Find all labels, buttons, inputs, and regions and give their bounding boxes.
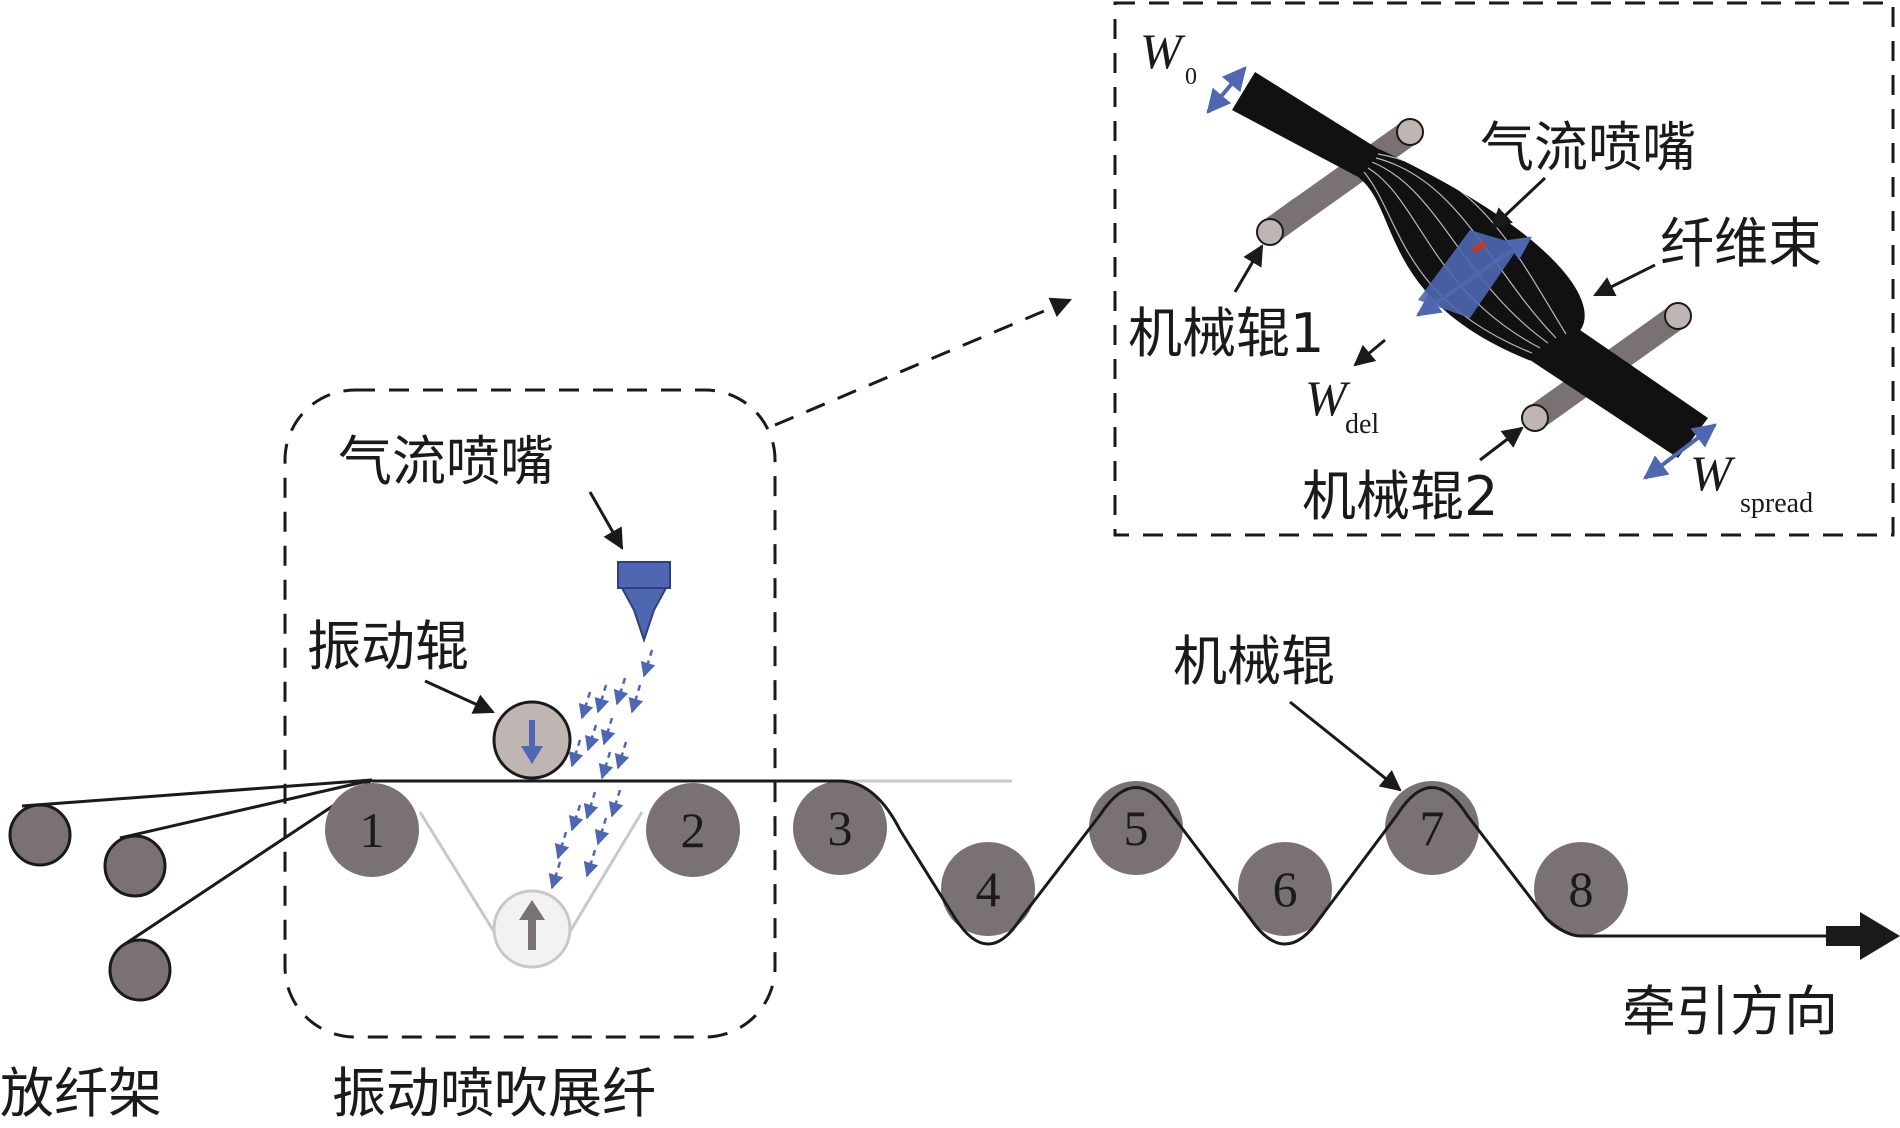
w0-symbol: W (1140, 23, 1186, 79)
main-tow-path (372, 779, 1830, 946)
inset-nozzle-label: 气流喷嘴 (1480, 116, 1696, 179)
vibration-section-box (283, 388, 777, 1039)
roller-8: 8 (1534, 842, 1628, 936)
traction-direction-label: 牵引方向 (1622, 980, 1838, 1043)
inset-box (1113, 1, 1895, 537)
wspread-symbol: W (1690, 445, 1736, 501)
zoom-arrow (774, 297, 1072, 427)
creel-spool-2 (103, 834, 167, 898)
roller-2-label: 2 (681, 802, 706, 858)
roller-6-label: 6 (1273, 861, 1298, 917)
roller-2-inset-pointer (1479, 426, 1524, 462)
wdel-pointer (1353, 338, 1386, 367)
nozzle-label: 气流喷嘴 (338, 430, 554, 493)
nozzle-pointer (588, 491, 624, 550)
inset-spreading-illustration (1206, 66, 1717, 480)
creel-label: 放纤架 (0, 1062, 162, 1125)
fiber-bundle-pointer (1593, 263, 1656, 297)
roller-7-label: 7 (1420, 800, 1445, 856)
creel-tow-1 (21, 778, 373, 808)
inset-roller-1-front-end (1256, 218, 1284, 246)
mechanical-roller-pointer (1289, 700, 1402, 792)
fiber-bundle-label: 纤维束 (1660, 212, 1822, 275)
wdel-dimension (1416, 236, 1532, 317)
inset-tow-in (1232, 72, 1380, 178)
air-nozzle-icon (617, 561, 671, 644)
inset-nozzle-pointer (1490, 176, 1547, 230)
roller-1-inset-label: 机械辊1 (1128, 302, 1324, 365)
wdel-symbol: W (1305, 370, 1351, 426)
vibration-roller-label: 振动辊 (307, 615, 469, 678)
roller-5: 5 (1089, 781, 1183, 875)
inset-roller-2-front-end (1521, 404, 1549, 432)
wdel-subscript: del (1345, 409, 1379, 440)
roller-6: 6 (1238, 842, 1332, 936)
roller-2: 2 (646, 783, 740, 877)
inset-roller-2-end (1664, 302, 1692, 330)
vibration-section-label: 振动喷吹展纤 (332, 1062, 656, 1125)
w0-subscript: 0 (1185, 64, 1197, 90)
wspread-subscript: spread (1740, 488, 1813, 519)
traction-arrow-icon (1826, 912, 1900, 960)
roller-4-label: 4 (976, 861, 1001, 917)
airflow-streaks (548, 649, 656, 890)
roller-8-label: 8 (1569, 861, 1594, 917)
roller-5-label: 5 (1124, 800, 1149, 856)
creel-spool-1 (8, 803, 72, 867)
roller-3: 3 (793, 781, 887, 875)
mechanical-roller-label: 机械辊 (1173, 630, 1335, 693)
up-arrow-icon (519, 900, 545, 950)
vibration-roller-pointer (424, 679, 495, 714)
down-arrow-icon (521, 720, 543, 764)
creel (8, 778, 373, 1002)
creel-tow-2 (119, 778, 373, 840)
wspread-dimension (1643, 423, 1717, 480)
roller-2-inset-label: 机械辊2 (1302, 465, 1498, 528)
creel-spool-3 (108, 938, 172, 1002)
roller-7: 7 (1385, 781, 1479, 875)
roller-1: 1 (325, 783, 419, 877)
roller-1-label: 1 (360, 802, 385, 858)
roller-1-inset-pointer (1233, 244, 1264, 293)
w0-dimension (1206, 66, 1247, 114)
roller-4: 4 (941, 842, 1035, 936)
inset-roller-1-end (1396, 118, 1424, 146)
roller-3-label: 3 (828, 800, 853, 856)
